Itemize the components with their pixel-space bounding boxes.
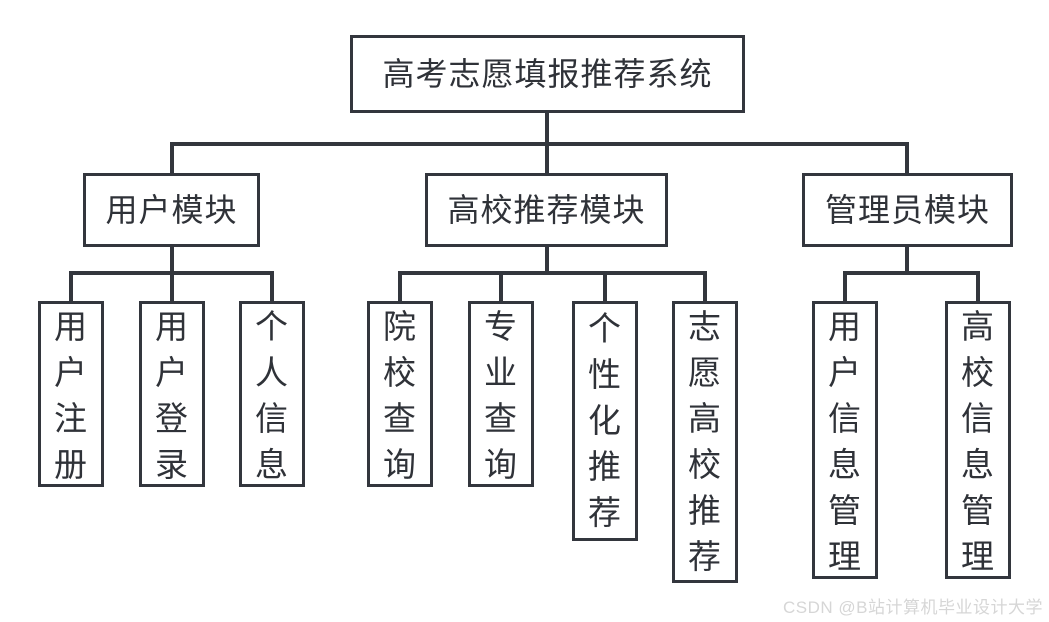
connector-root-stem: [545, 111, 549, 144]
connector-drop-user-register: [69, 271, 73, 303]
node-user-info-manage-label: 用户信息管理: [828, 308, 862, 575]
node-user-register-label: 用户注册: [54, 308, 88, 483]
connector-drop-admin-module: [905, 142, 909, 175]
node-college-recommend-module: 高校推荐模块: [425, 173, 668, 247]
node-user-module-label: 用户模块: [105, 192, 238, 228]
connector-college-recommend-bus: [398, 271, 707, 275]
connector-drop-college-info-manage: [976, 271, 980, 303]
node-user-login-label: 用户登录: [155, 308, 189, 483]
connector-drop-user-module: [170, 142, 174, 175]
node-user-module: 用户模块: [83, 173, 260, 247]
connector-admin-module-stem: [905, 245, 909, 274]
node-personalized-recommend: 个性化推荐: [572, 301, 638, 541]
connector-admin-module-bus: [843, 271, 980, 275]
node-user-login: 用户登录: [139, 301, 205, 487]
connector-drop-college-recommend-module: [545, 142, 549, 175]
connector-college-recommend-stem: [545, 245, 549, 274]
node-college-query-label: 院校查询: [383, 308, 417, 483]
node-college-query: 院校查询: [367, 301, 433, 487]
node-root: 高考志愿填报推荐系统: [350, 35, 745, 113]
node-admin-module-label: 管理员模块: [824, 192, 990, 228]
node-major-query: 专业查询: [468, 301, 534, 487]
node-root-label: 高考志愿填报推荐系统: [382, 56, 713, 92]
node-admin-module: 管理员模块: [802, 173, 1013, 247]
node-volunteer-college-recommend: 志愿高校推荐: [672, 301, 738, 583]
connector-drop-user-login: [170, 271, 174, 303]
connector-drop-personalized-recommend: [603, 271, 607, 303]
node-user-info-manage: 用户信息管理: [812, 301, 878, 579]
node-college-info-manage-label: 高校信息管理: [961, 308, 995, 575]
node-volunteer-college-recommend-label: 志愿高校推荐: [688, 308, 722, 575]
node-college-recommend-module-label: 高校推荐模块: [447, 192, 646, 228]
watermark-text: CSDN @B站计算机毕业设计大学: [783, 598, 1043, 617]
connector-drop-major-query: [499, 271, 503, 303]
connector-drop-volunteer-college-recommend: [703, 271, 707, 303]
node-college-info-manage: 高校信息管理: [945, 301, 1011, 579]
node-personal-info-label: 个人信息: [255, 308, 289, 483]
connector-user-module-stem: [170, 245, 174, 274]
node-user-register: 用户注册: [38, 301, 104, 487]
connector-drop-college-query: [398, 271, 402, 303]
node-major-query-label: 专业查询: [484, 308, 518, 483]
connector-drop-user-info-manage: [843, 271, 847, 303]
node-personalized-recommend-label: 个性化推荐: [588, 310, 622, 531]
node-personal-info: 个人信息: [239, 301, 305, 487]
connector-root-bus: [170, 142, 909, 146]
connector-drop-personal-info: [270, 271, 274, 303]
